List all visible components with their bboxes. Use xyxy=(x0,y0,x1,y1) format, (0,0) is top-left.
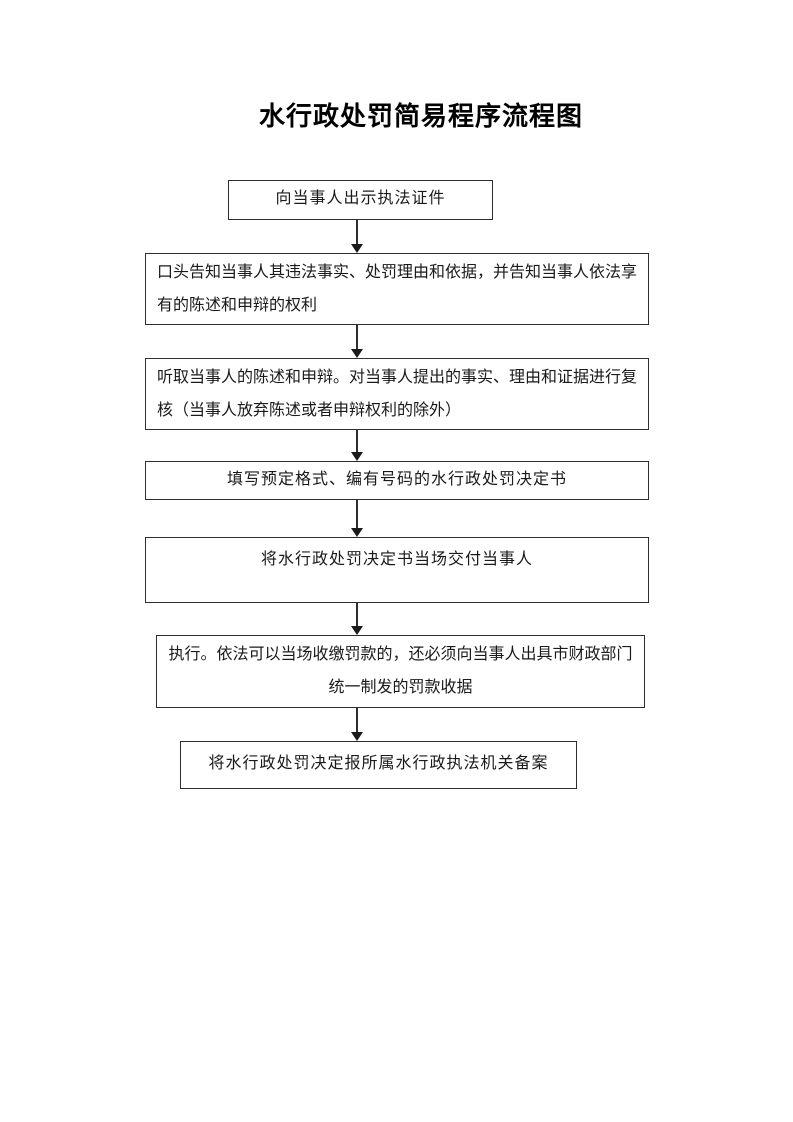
arrow-shaft xyxy=(356,708,358,732)
flow-arrow-1 xyxy=(351,220,363,253)
flow-arrow-4 xyxy=(351,500,363,537)
flow-step-fill-decision-form: 填写预定格式、编有号码的水行政处罚决定书 xyxy=(145,461,649,500)
arrow-shaft xyxy=(356,500,358,528)
arrow-shaft xyxy=(356,603,358,626)
flow-arrow-2 xyxy=(351,325,363,358)
arrow-down-icon xyxy=(351,244,363,253)
arrow-down-icon xyxy=(351,349,363,358)
arrow-down-icon xyxy=(351,528,363,537)
flow-arrow-6 xyxy=(351,708,363,741)
arrow-down-icon xyxy=(351,626,363,635)
flow-step-file-for-record: 将水行政处罚决定报所属水行政执法机关备案 xyxy=(180,741,577,789)
page-title: 水行政处罚简易程序流程图 xyxy=(258,102,583,131)
flow-step-hear-statement: 听取当事人的陈述和申辩。对当事人提出的事实、理由和证据进行复核（当事人放弃陈述或… xyxy=(145,358,649,430)
arrow-shaft xyxy=(356,430,358,452)
flow-arrow-3 xyxy=(351,430,363,461)
flow-step-show-credentials: 向当事人出示执法证件 xyxy=(228,180,493,220)
arrow-down-icon xyxy=(351,452,363,461)
flow-step-execute-penalty: 执行。依法可以当场收缴罚款的，还必须向当事人出具市财政部门统一制发的罚款收据 xyxy=(156,635,645,708)
flow-step-oral-notification: 口头告知当事人其违法事实、处罚理由和依据，并告知当事人依法享有的陈述和申辩的权利 xyxy=(145,253,649,325)
arrow-shaft xyxy=(356,325,358,349)
flow-arrow-5 xyxy=(351,603,363,635)
arrow-shaft xyxy=(356,220,358,244)
arrow-down-icon xyxy=(351,732,363,741)
flow-step-deliver-decision: 将水行政处罚决定书当场交付当事人 xyxy=(145,537,649,603)
